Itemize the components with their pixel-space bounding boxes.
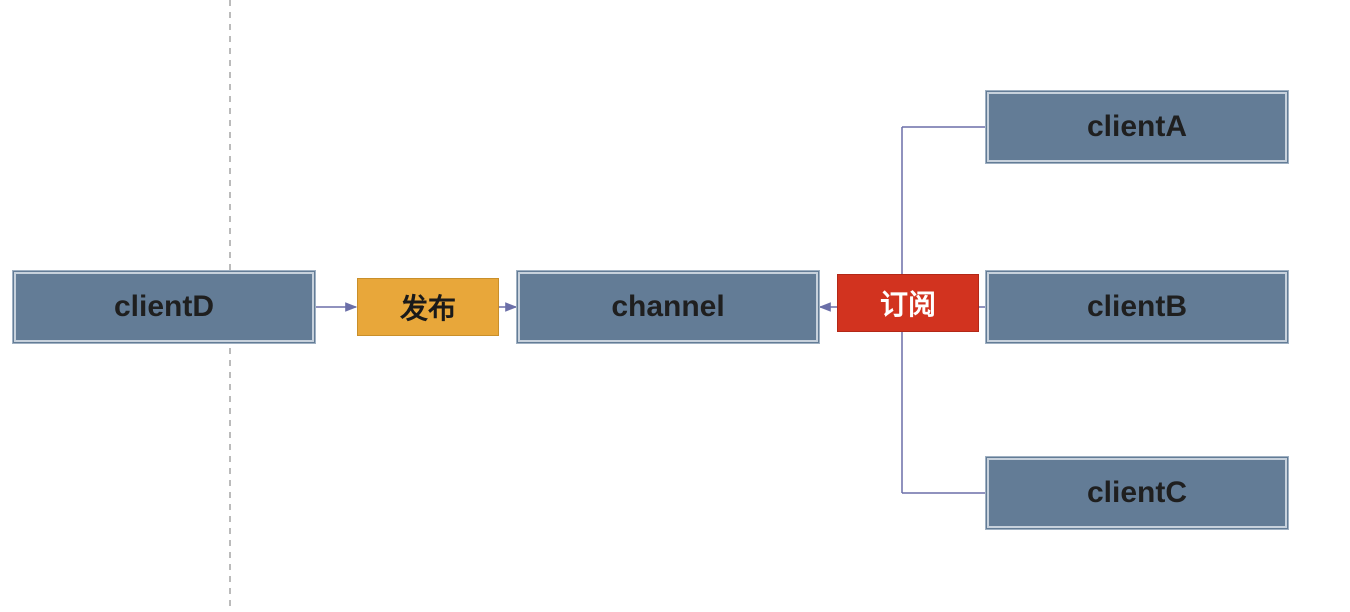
client-d-label: clientD [113, 290, 215, 323]
client-d-node: clientD [12, 270, 316, 344]
publish-label: 发布 [399, 292, 456, 325]
client-c-label: clientC [1086, 476, 1188, 509]
client-b-label: clientB [1086, 290, 1188, 323]
channel-label: channel [611, 290, 725, 323]
subscribe-label: 订阅 [879, 288, 936, 321]
channel-node: channel [516, 270, 820, 344]
subscribe-node: 订阅 [837, 274, 979, 332]
publish-node: 发布 [357, 278, 499, 336]
client-a-label: clientA [1086, 110, 1188, 143]
client-c-node: clientC [985, 456, 1289, 530]
client-b-node: clientB [985, 270, 1289, 344]
client-a-node: clientA [985, 90, 1289, 164]
